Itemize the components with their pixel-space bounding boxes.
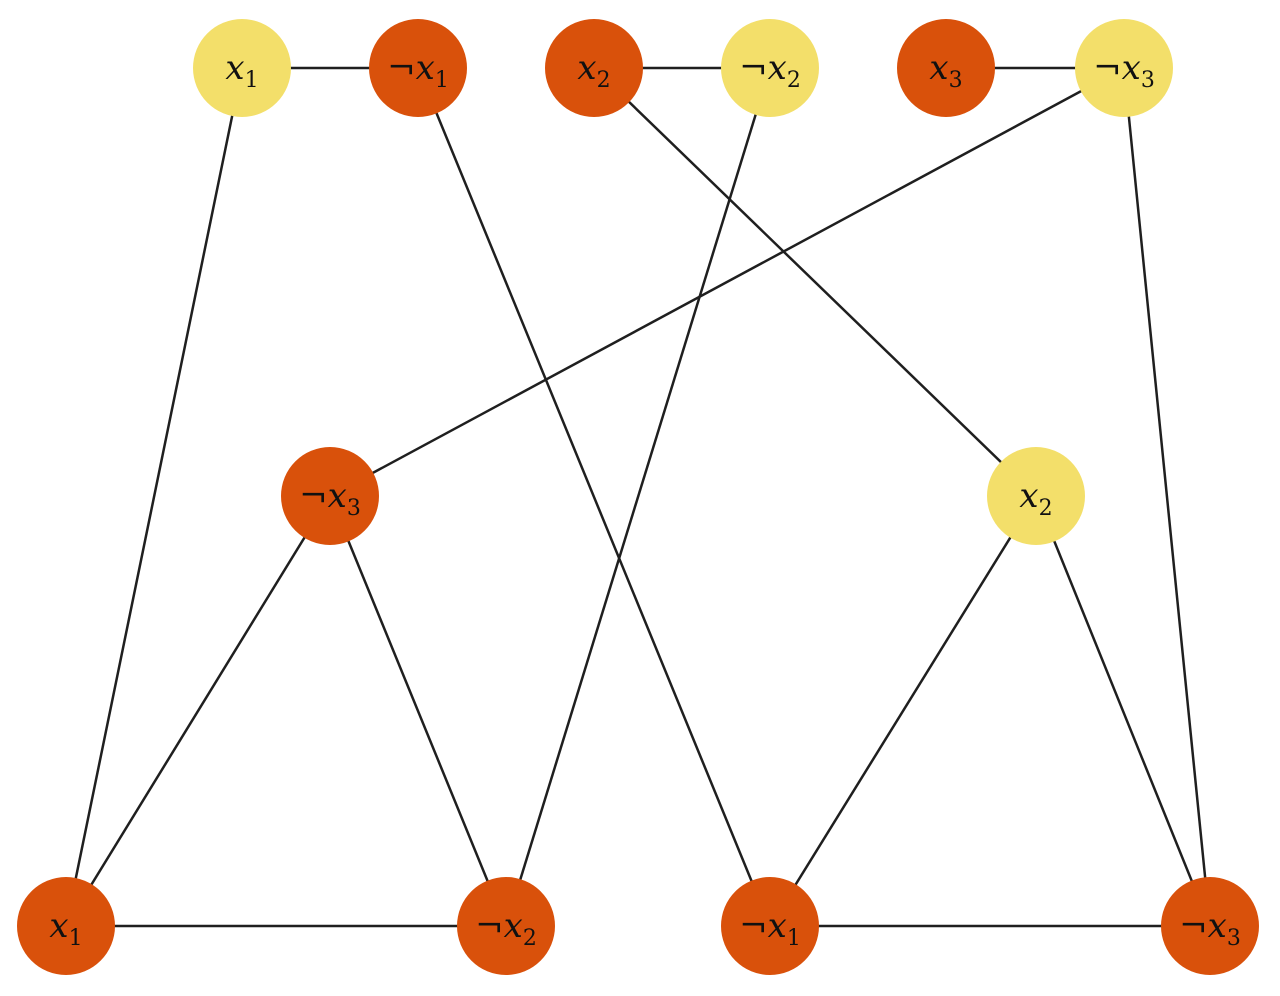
node-label: x1 [49,906,82,951]
node-label: ¬x3 [299,476,361,521]
node-variable: x [577,48,596,88]
node-subscript: 1 [435,68,449,93]
node-variable: x [49,906,68,946]
node-variable: ¬x [1093,48,1141,88]
node-circle [987,447,1085,545]
node-subscript: 2 [523,926,537,951]
edge-v6-c2c [1122,67,1212,927]
node-subscript: 1 [245,68,259,93]
node-subscript: 1 [69,926,83,951]
node-circle [545,19,643,117]
edge-c2a-c2c [1034,495,1212,927]
node-variable: x [225,48,244,88]
node-subscript: 3 [347,496,361,521]
node-v5: x3 [897,19,995,117]
node-v6: ¬x3 [1075,19,1173,117]
node-variable: ¬x [1179,906,1227,946]
node-label: ¬x2 [475,906,537,951]
node-subscript: 2 [597,68,611,93]
node-c2a: x2 [987,447,1085,545]
node-circle [193,19,291,117]
node-label: x1 [225,48,258,93]
node-label: ¬x2 [739,48,801,93]
node-variable: x [929,48,948,88]
edge-v3-c2a [593,67,1037,497]
edge-c2a-c2b [768,495,1038,927]
edge-v6-c1a [329,66,1125,498]
node-circle [721,19,819,117]
node-v4: ¬x2 [721,19,819,117]
node-label: x3 [929,48,962,93]
node-c1a: ¬x3 [281,447,379,545]
node-v2: ¬x1 [369,19,467,117]
node-v3: x2 [545,19,643,117]
node-circle [281,447,379,545]
node-c1c: ¬x2 [457,877,555,975]
node-circle [1161,877,1259,975]
node-c1b: x1 [17,877,115,975]
node-label: ¬x1 [739,906,801,951]
node-variable: ¬x [475,906,523,946]
node-label: ¬x3 [1179,906,1241,951]
edge-v2-c2b [416,67,772,927]
node-circle [17,877,115,975]
node-c2b: ¬x1 [721,877,819,975]
node-circle [897,19,995,117]
node-subscript: 1 [787,926,801,951]
node-subscript: 3 [949,68,963,93]
edge-c1a-c1c [328,495,508,927]
node-variable: x [1019,476,1038,516]
node-variable: ¬x [299,476,347,516]
node-variable: ¬x [739,48,787,88]
node-circle [721,877,819,975]
node-variable: ¬x [387,48,435,88]
node-label: ¬x3 [1093,48,1155,93]
edge-v1-c1b [64,67,244,927]
node-c2c: ¬x3 [1161,877,1259,975]
node-variable: ¬x [739,906,787,946]
node-subscript: 2 [787,68,801,93]
edge-v4-c1c [504,67,772,927]
node-label: x2 [1019,476,1052,521]
node-circle [1075,19,1173,117]
node-label: ¬x1 [387,48,449,93]
node-subscript: 3 [1141,68,1155,93]
node-label: x2 [577,48,610,93]
node-circle [369,19,467,117]
node-subscript: 3 [1227,926,1241,951]
edge-c1a-c1b [64,495,332,927]
node-circle [457,877,555,975]
node-v1: x1 [193,19,291,117]
node-subscript: 2 [1039,496,1053,521]
edges-layer [64,66,1212,928]
